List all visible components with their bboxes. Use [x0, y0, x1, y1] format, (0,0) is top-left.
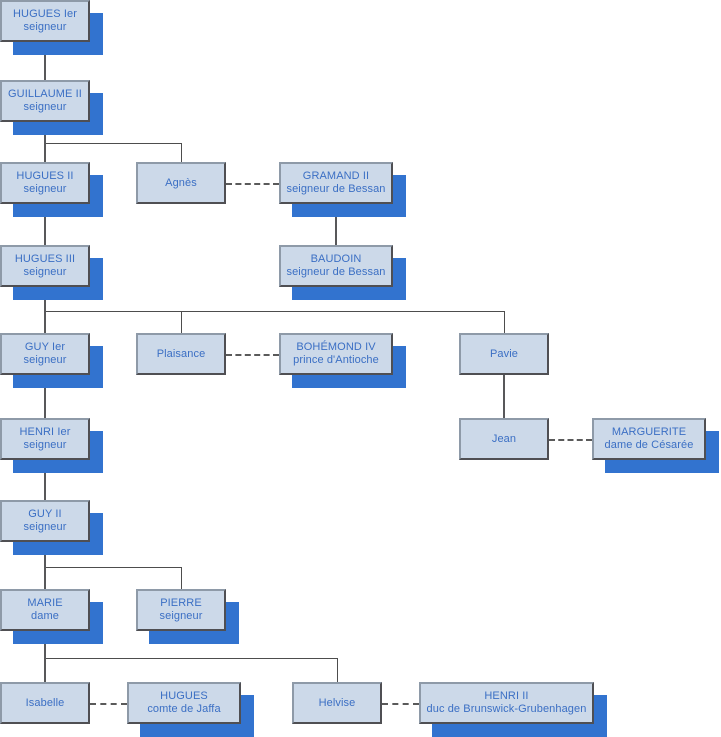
node-name: GUILLAUME II	[8, 88, 82, 100]
node-name: Isabelle	[25, 696, 65, 709]
marriage-link-isabelle-hugues	[90, 703, 127, 705]
node-title: duc de Brunswick-Grubenhagen	[426, 703, 587, 715]
node-name: HUGUES III	[14, 253, 76, 265]
marriage-link-jean-marguerite	[549, 439, 592, 441]
descent-drop-guy2-kids-marie	[44, 567, 46, 589]
marriage-link-agnes-gramand	[226, 183, 279, 185]
node-title: seigneur	[23, 183, 67, 195]
node-name: HUGUES Ier	[13, 8, 77, 20]
marriage-link-plaisance-bohemond	[226, 354, 279, 356]
descent-drop-guillaume2-kids-hugues2	[44, 143, 46, 162]
node-name: Agnès	[165, 176, 197, 189]
descent-bus-guillaume2-kids	[45, 143, 181, 144]
descent-line-hugues1-guillaume2	[44, 42, 46, 80]
node-name: GUY II	[28, 508, 62, 520]
node-title: seigneur	[23, 354, 67, 366]
node-name: BAUDOIN	[310, 253, 362, 265]
node-name: MARGUERITE	[611, 426, 687, 438]
node-title: prince d'Antioche	[293, 354, 379, 366]
node-title: seigneur de Bessan	[286, 266, 386, 278]
node-title: dame de Césarée	[604, 439, 694, 451]
node-name: HUGUES	[160, 690, 208, 702]
node-name: GRAMAND II	[302, 170, 370, 182]
node-jean[interactable]: Jean	[459, 418, 549, 460]
descent-line-pavie-jean	[503, 375, 505, 418]
descent-bus-hugues3-kids	[45, 311, 504, 312]
node-name: HUGUES II	[16, 170, 74, 182]
node-name: HENRI Ier	[19, 426, 71, 438]
descent-line-guy1-henri1	[44, 375, 46, 418]
descent-drop-hugues3-kids-pavie	[504, 311, 505, 333]
descent-bus-marie-kids	[45, 658, 337, 659]
descent-drop-marie-kids-isabelle	[44, 658, 46, 682]
node-name: MARIE	[27, 597, 63, 609]
descent-drop-guillaume2-kids-agnes	[181, 143, 182, 162]
node-name: Plaisance	[156, 347, 206, 360]
descent-line-hugues2-hugues3	[44, 204, 46, 245]
node-isabelle[interactable]: Isabelle	[0, 682, 90, 724]
descent-line-gramand2-baudoin	[335, 204, 337, 245]
node-title: seigneur	[23, 521, 67, 533]
descent-stem-marie-kids	[44, 631, 46, 658]
node-plaisance[interactable]: Plaisance	[136, 333, 226, 375]
node-name: Pavie	[489, 347, 519, 360]
node-name: Jean	[491, 432, 517, 445]
node-title: seigneur	[159, 610, 203, 622]
node-title: seigneur de Bessan	[286, 183, 386, 195]
node-name: PIERRE	[160, 597, 202, 609]
node-name: Helvise	[318, 696, 356, 709]
descent-drop-guy2-kids-pierre	[181, 567, 182, 589]
node-title: comte de Jaffa	[147, 703, 221, 715]
node-title: seigneur	[23, 439, 67, 451]
node-name: GUY Ier	[24, 341, 66, 353]
descent-line-henri1-guy2	[44, 460, 46, 500]
marriage-link-helvise-henri2	[382, 703, 419, 705]
node-name: BOHÉMOND IV	[296, 341, 376, 353]
node-name: HENRI II	[484, 690, 529, 702]
descent-bus-guy2-kids	[45, 567, 181, 568]
node-pavie[interactable]: Pavie	[459, 333, 549, 375]
descent-drop-hugues3-kids-plaisance	[181, 311, 182, 333]
node-title: seigneur	[23, 266, 67, 278]
node-title: seigneur	[23, 21, 67, 33]
descent-drop-marie-kids-helvise	[337, 658, 338, 682]
node-helvise[interactable]: Helvise	[292, 682, 382, 724]
node-title: dame	[31, 610, 59, 622]
node-agnes[interactable]: Agnès	[136, 162, 226, 204]
node-title: seigneur	[23, 101, 67, 113]
descent-drop-hugues3-kids-guy1	[44, 311, 46, 333]
